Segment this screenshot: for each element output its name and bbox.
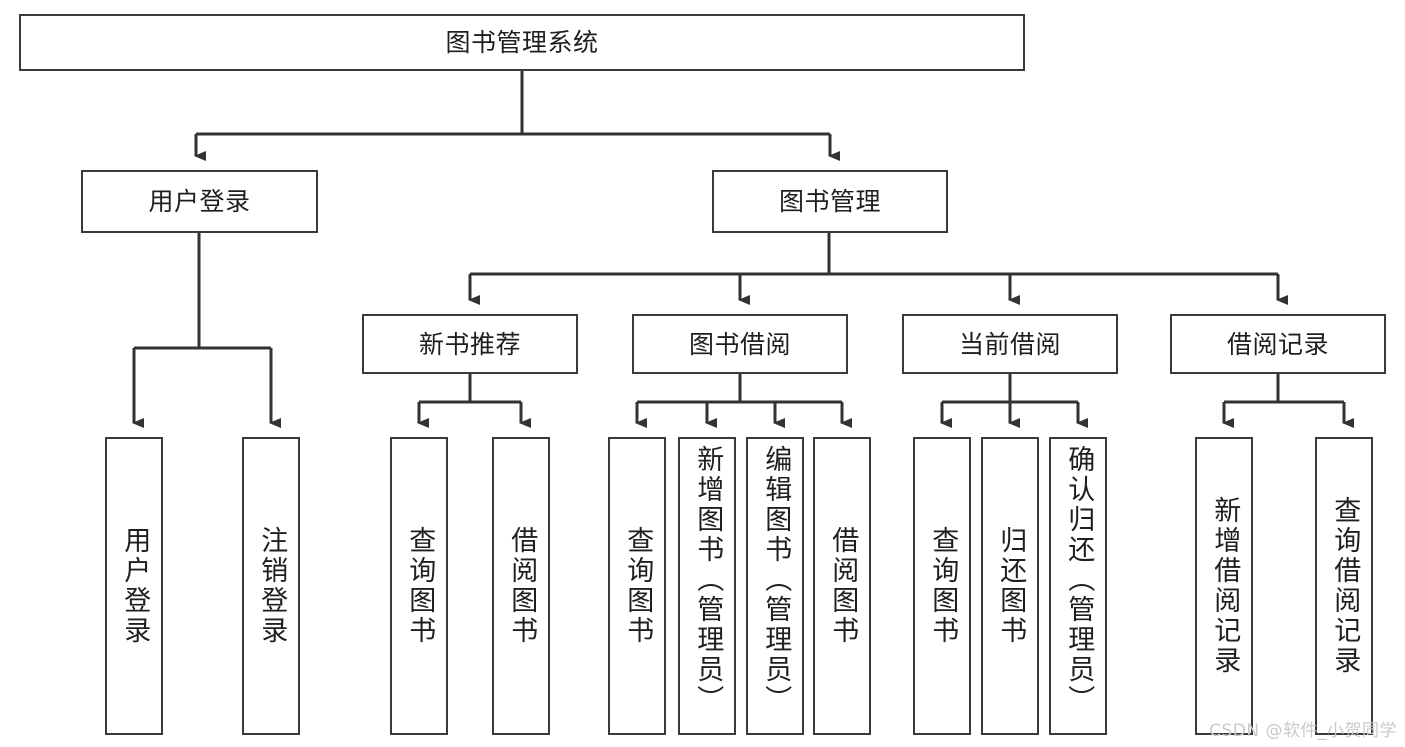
- node-book-management-label: 图书管理: [778, 187, 881, 216]
- node-leaf-query-book-2[interactable]: 查询图书: [608, 437, 666, 735]
- node-leaf-edit-book-label: 编辑图书（管理员）: [760, 445, 792, 715]
- node-leaf-query-book-1-label: 查询图书: [404, 526, 436, 646]
- node-leaf-query-book-1[interactable]: 查询图书: [390, 437, 448, 735]
- node-book-borrow[interactable]: 图书借阅: [632, 314, 848, 374]
- node-leaf-borrow-book-2[interactable]: 借阅图书: [813, 437, 871, 735]
- node-leaf-add-book[interactable]: 新增图书（管理员）: [678, 437, 736, 735]
- node-book-borrow-label: 图书借阅: [688, 329, 791, 359]
- node-current-borrow[interactable]: 当前借阅: [902, 314, 1118, 374]
- node-leaf-return-book-label: 归还图书: [995, 526, 1027, 646]
- node-new-book-recommend[interactable]: 新书推荐: [362, 314, 578, 374]
- node-user-login-label: 用户登录: [148, 187, 251, 216]
- node-leaf-query-book-3[interactable]: 查询图书: [913, 437, 971, 735]
- node-root[interactable]: 图书管理系统: [19, 14, 1025, 71]
- node-leaf-add-borrow-record-label: 新增借阅记录: [1209, 496, 1241, 676]
- node-leaf-query-borrow-record-label: 查询借阅记录: [1329, 496, 1361, 676]
- node-leaf-confirm-return-label: 确认归还（管理员）: [1063, 445, 1095, 715]
- node-user-login[interactable]: 用户登录: [81, 170, 318, 233]
- node-leaf-query-borrow-record[interactable]: 查询借阅记录: [1315, 437, 1373, 735]
- node-leaf-user-login-label: 用户登录: [119, 526, 151, 646]
- node-leaf-borrow-book-1-label: 借阅图书: [506, 526, 538, 646]
- node-current-borrow-label: 当前借阅: [958, 329, 1061, 359]
- node-root-label: 图书管理系统: [445, 28, 599, 57]
- node-leaf-query-book-2-label: 查询图书: [622, 526, 654, 646]
- node-leaf-borrow-book-1[interactable]: 借阅图书: [492, 437, 550, 735]
- node-new-book-recommend-label: 新书推荐: [418, 329, 521, 359]
- node-leaf-logout-login[interactable]: 注销登录: [242, 437, 300, 735]
- node-leaf-edit-book[interactable]: 编辑图书（管理员）: [746, 437, 804, 735]
- node-leaf-add-borrow-record[interactable]: 新增借阅记录: [1195, 437, 1253, 735]
- node-leaf-return-book[interactable]: 归还图书: [981, 437, 1039, 735]
- node-leaf-user-login[interactable]: 用户登录: [105, 437, 163, 735]
- node-borrow-record[interactable]: 借阅记录: [1170, 314, 1386, 374]
- node-leaf-borrow-book-2-label: 借阅图书: [827, 526, 859, 646]
- node-leaf-query-book-3-label: 查询图书: [927, 526, 959, 646]
- node-borrow-record-label: 借阅记录: [1226, 329, 1329, 359]
- node-book-management[interactable]: 图书管理: [712, 170, 948, 233]
- node-leaf-add-book-label: 新增图书（管理员）: [692, 445, 724, 715]
- node-leaf-logout-login-label: 注销登录: [256, 526, 288, 646]
- node-leaf-confirm-return[interactable]: 确认归还（管理员）: [1049, 437, 1107, 735]
- csdn-watermark: CSDN @软件_小贺同学: [1209, 721, 1397, 741]
